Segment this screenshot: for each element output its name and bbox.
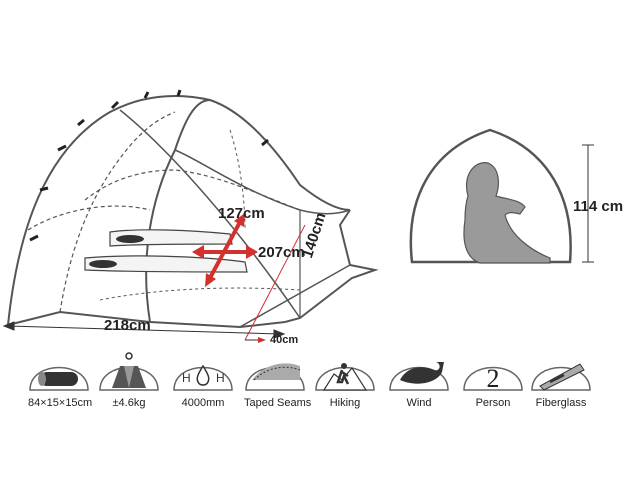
feature-label: Person [475,397,511,409]
weight-icon [99,352,159,391]
side-height-label: 114 cm [573,198,624,215]
feature-taped-seams: Taped Seams [244,350,312,409]
wind-icon [389,362,449,391]
hiking-icon [315,363,375,391]
width-label: 127cm [218,205,265,222]
feature-weight: ±4.6kg [98,350,160,409]
feature-label: Fiberglass [535,397,587,409]
feature-hiking: Hiking [314,350,376,409]
feature-label: Taped Seams [244,397,312,409]
person-silhouette [463,162,551,264]
feature-person: 2 Person [462,350,524,409]
vestibule-label: 40cm [270,334,299,346]
person-count: 2 [487,364,500,392]
taped-seams-icon [245,363,305,391]
sleeping-pads [84,229,248,273]
feature-label: Hiking [329,397,361,409]
length-label: 207cm [258,244,305,261]
person-icon: 2 [463,364,523,392]
base-measure [2,321,286,343]
bag-icon [29,366,89,391]
base-length-label: 218cm [104,317,151,334]
feature-label: Wind [406,397,432,409]
side-view [409,128,594,264]
feature-bag: 84×15×15cm [28,350,93,409]
tent-outline [7,95,379,329]
svg-text:H: H [216,371,225,385]
feature-label: 4000mm [181,397,225,409]
svg-text:H: H [182,371,191,385]
feature-wind: Wind [388,350,450,409]
feature-waterproof: H H 4000mm [172,350,234,409]
feature-label: ±4.6kg [112,397,146,409]
waterproof-icon: H H [173,364,233,391]
feature-label: 84×15×15cm [28,397,93,409]
feature-fiberglass: Fiberglass [530,350,592,409]
dimension-arrows [192,213,258,287]
measure-lines [244,224,306,341]
fiberglass-icon [531,363,591,391]
pole-clips [29,89,269,242]
